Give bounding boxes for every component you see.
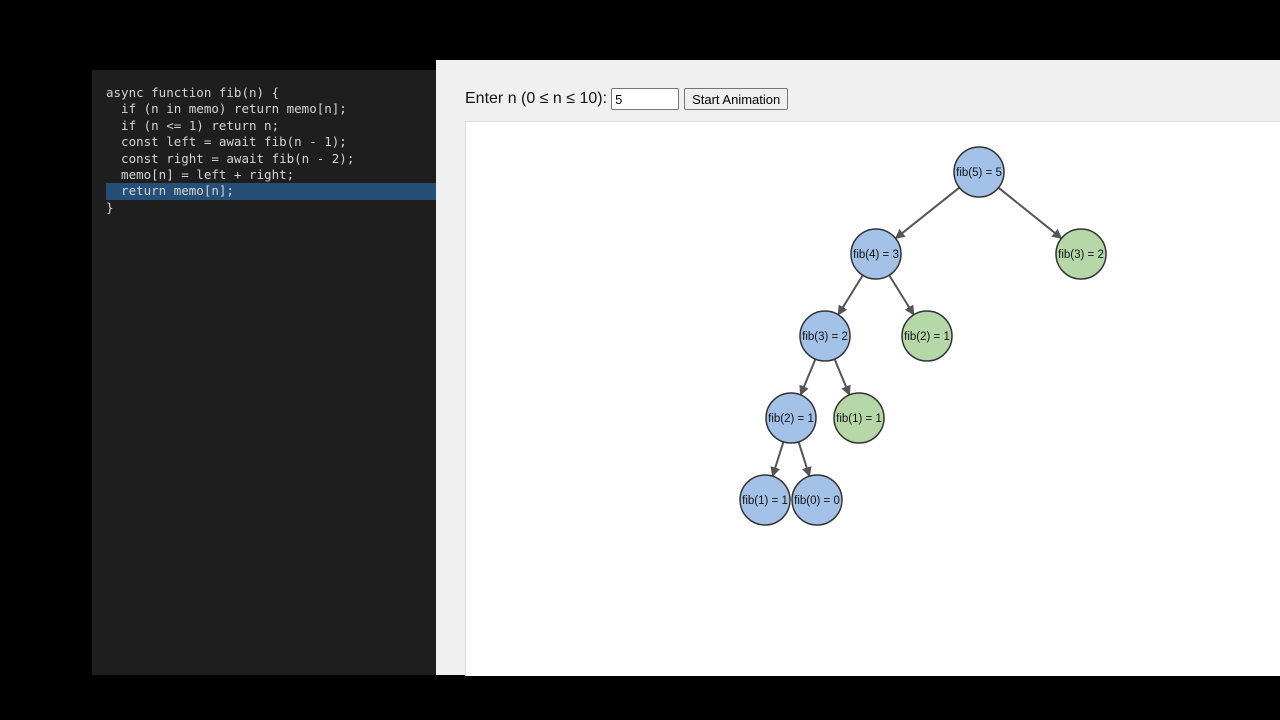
tree-edge [833,358,851,396]
tree-node: fib(4) = 3 [850,228,902,280]
code-line: memo[n] = left + right; [106,166,295,182]
tree-node-label: fib(2) = 1 [768,413,814,425]
tree-node-label: fib(5) = 5 [956,167,1002,179]
tree-node-label: fib(1) = 1 [742,495,788,507]
n-input[interactable] [611,88,680,110]
tree-node-circle [1055,228,1107,280]
tree-node-label: fib(1) = 1 [836,413,882,425]
tree-edge [894,186,961,240]
tree-node: fib(5) = 5 [953,146,1005,198]
code-line: return memo[n]; [106,183,436,200]
tree-node: fib(3) = 2 [799,310,851,362]
tree-node-circle [739,474,791,526]
code-panel: async function fib(n) { if (n in memo) r… [92,70,436,675]
tree-node: fib(0) = 0 [791,474,843,526]
code-line: if (n in memo) return memo[n]; [106,101,347,117]
tree-node-circle [791,474,843,526]
start-animation-button[interactable]: Start Animation [684,88,789,110]
tree-node-circle [765,392,817,444]
tree-node-circle [953,146,1005,198]
code-line: const right = await fib(n - 2); [106,150,355,166]
tree-edge [799,358,817,396]
tree-node-label: fib(3) = 2 [1058,249,1104,261]
tree-node-circle [799,310,851,362]
tree-node-label: fib(2) = 1 [904,331,950,343]
tree-edge [770,441,785,478]
code-line: } [106,199,114,215]
tree-node-label: fib(4) = 3 [853,249,899,261]
tree-node-label: fib(3) = 2 [802,331,848,343]
code-line: const left = await fib(n - 1); [106,134,347,150]
tree-node: fib(3) = 2 [1055,228,1107,280]
n-input-label: Enter n (0 ≤ n ≤ 10): [465,90,608,107]
recursion-tree: fib(5) = 5 fib(4) = 3 fib(3) = 2 fib(3) = 2… [739,146,1107,526]
code-line: if (n <= 1) return n; [106,117,280,133]
code-line: async function fib(n) { [106,85,280,100]
tree-canvas: fib(5) = 5 fib(4) = 3 fib(3) = 2 fib(3) = 2… [465,121,1280,676]
tree-node-circle [833,392,885,444]
tree-edge [997,186,1063,240]
tree-edge [888,274,915,316]
tree-node-label: fib(0) = 0 [794,495,840,507]
controls-bar: Enter n (0 ≤ n ≤ 10): Start Animation [465,88,789,110]
tree-node-circle [850,228,902,280]
tree-edge [837,274,864,316]
tree-node: fib(2) = 1 [765,392,817,444]
visualizer-panel: Enter n (0 ≤ n ≤ 10): Start Animation fi… [436,60,1280,676]
tree-node: fib(1) = 1 [833,392,885,444]
tree-node: fib(1) = 1 [739,474,791,526]
tree-node-circle [901,310,953,362]
tree-edge [797,441,812,478]
tree-node: fib(2) = 1 [901,310,953,362]
